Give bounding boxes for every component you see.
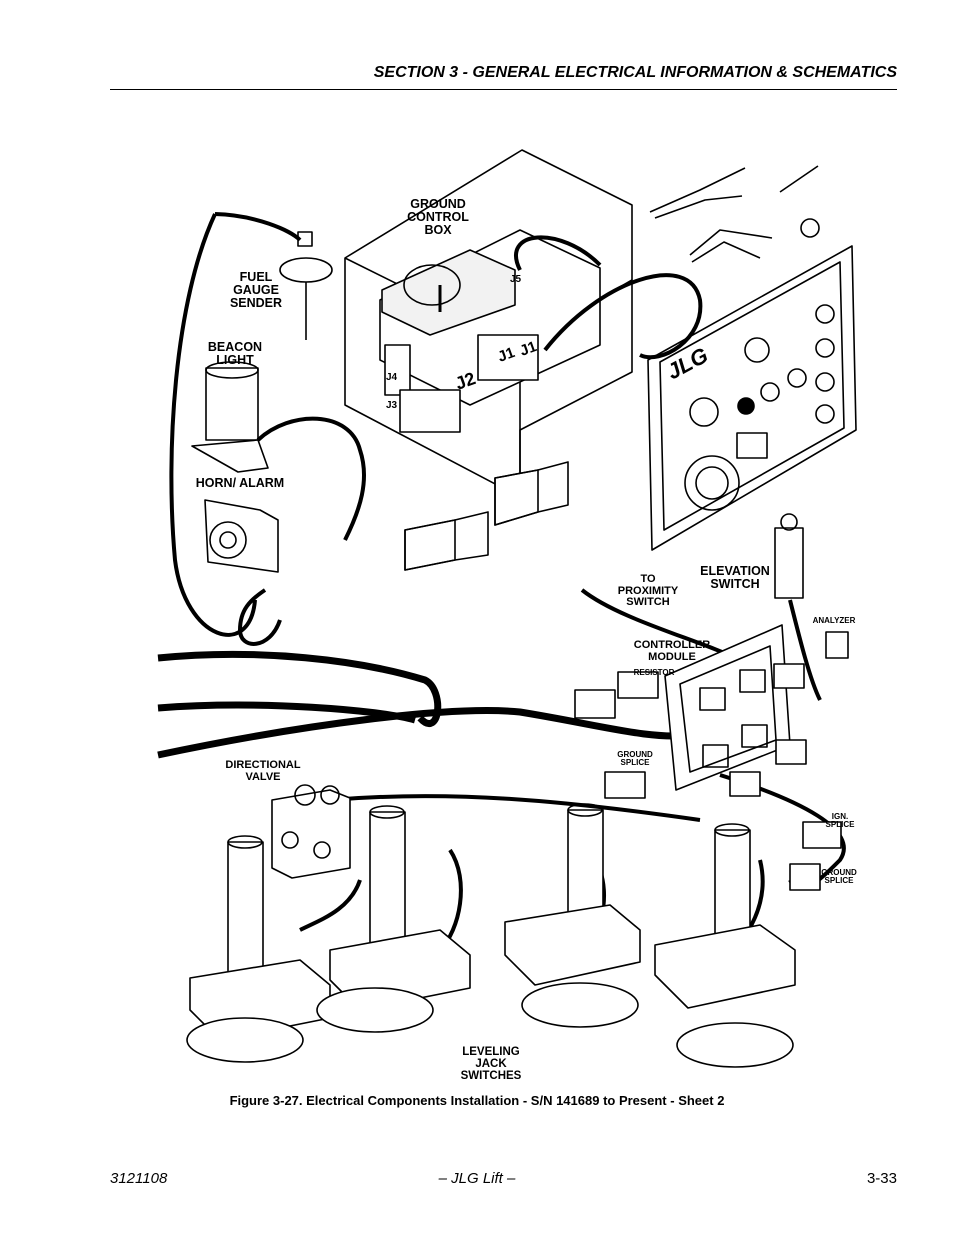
header-rule <box>110 89 897 90</box>
label-beacon-light: BEACON LIGHT <box>207 340 263 368</box>
connector-blocks-drawing <box>404 461 569 571</box>
j3-mark: J3 <box>386 400 398 411</box>
accessory-components-drawing <box>191 231 333 573</box>
footer-center: – JLG Lift – <box>438 1170 516 1187</box>
j5-mark: J5 <box>510 274 522 285</box>
ground-control-box-drawing <box>344 149 633 498</box>
section-title: SECTION 3 - GENERAL ELECTRICAL INFORMATI… <box>373 64 897 81</box>
page-number: 3-33 <box>866 1170 897 1187</box>
wire-runs <box>169 212 846 962</box>
j1-mark-b: J1 <box>518 338 539 360</box>
controller-module-drawing <box>574 513 849 891</box>
leveling-jacks-drawing <box>186 803 796 1068</box>
label-to-proximity-switch: TO PROXIMITY SWITCH <box>617 573 679 609</box>
label-leveling-jack-switches: LEVELING JACK SWITCHES <box>460 1046 522 1083</box>
label-directional-valve: DIRECTIONAL VALVE <box>225 759 301 783</box>
directional-valve-drawing <box>271 784 351 879</box>
label-horn-alarm: HORN/ ALARM <box>195 476 285 490</box>
doc-number: 3121108 <box>110 1170 168 1187</box>
label-analyzer: ANALYZER <box>812 616 856 625</box>
figure-caption: Figure 3-27. Electrical Components Insta… <box>229 1093 725 1108</box>
j4-mark: J4 <box>386 372 398 383</box>
label-ign-splice: IGN. SPLICE <box>825 812 855 830</box>
label-elevation-switch: ELEVATION SWITCH <box>700 564 770 592</box>
label-ground-splice-2: GROUND SPLICE <box>821 868 857 886</box>
crimp-tools-drawing <box>649 165 820 263</box>
j1-mark-a: J1 <box>496 344 517 366</box>
harness-bundles <box>157 650 691 759</box>
label-ground-control-box: GROUND CONTROL BOX <box>407 197 469 238</box>
label-fuel-gauge-sender: FUEL GAUGE SENDER <box>229 270 283 311</box>
label-ground-splice-1: GROUND SPLICE <box>617 750 653 768</box>
label-resistor: RESISTOR <box>633 668 675 677</box>
label-controller-module: CONTROLLER MODULE <box>633 639 711 663</box>
control-panel-drawing <box>647 245 857 551</box>
